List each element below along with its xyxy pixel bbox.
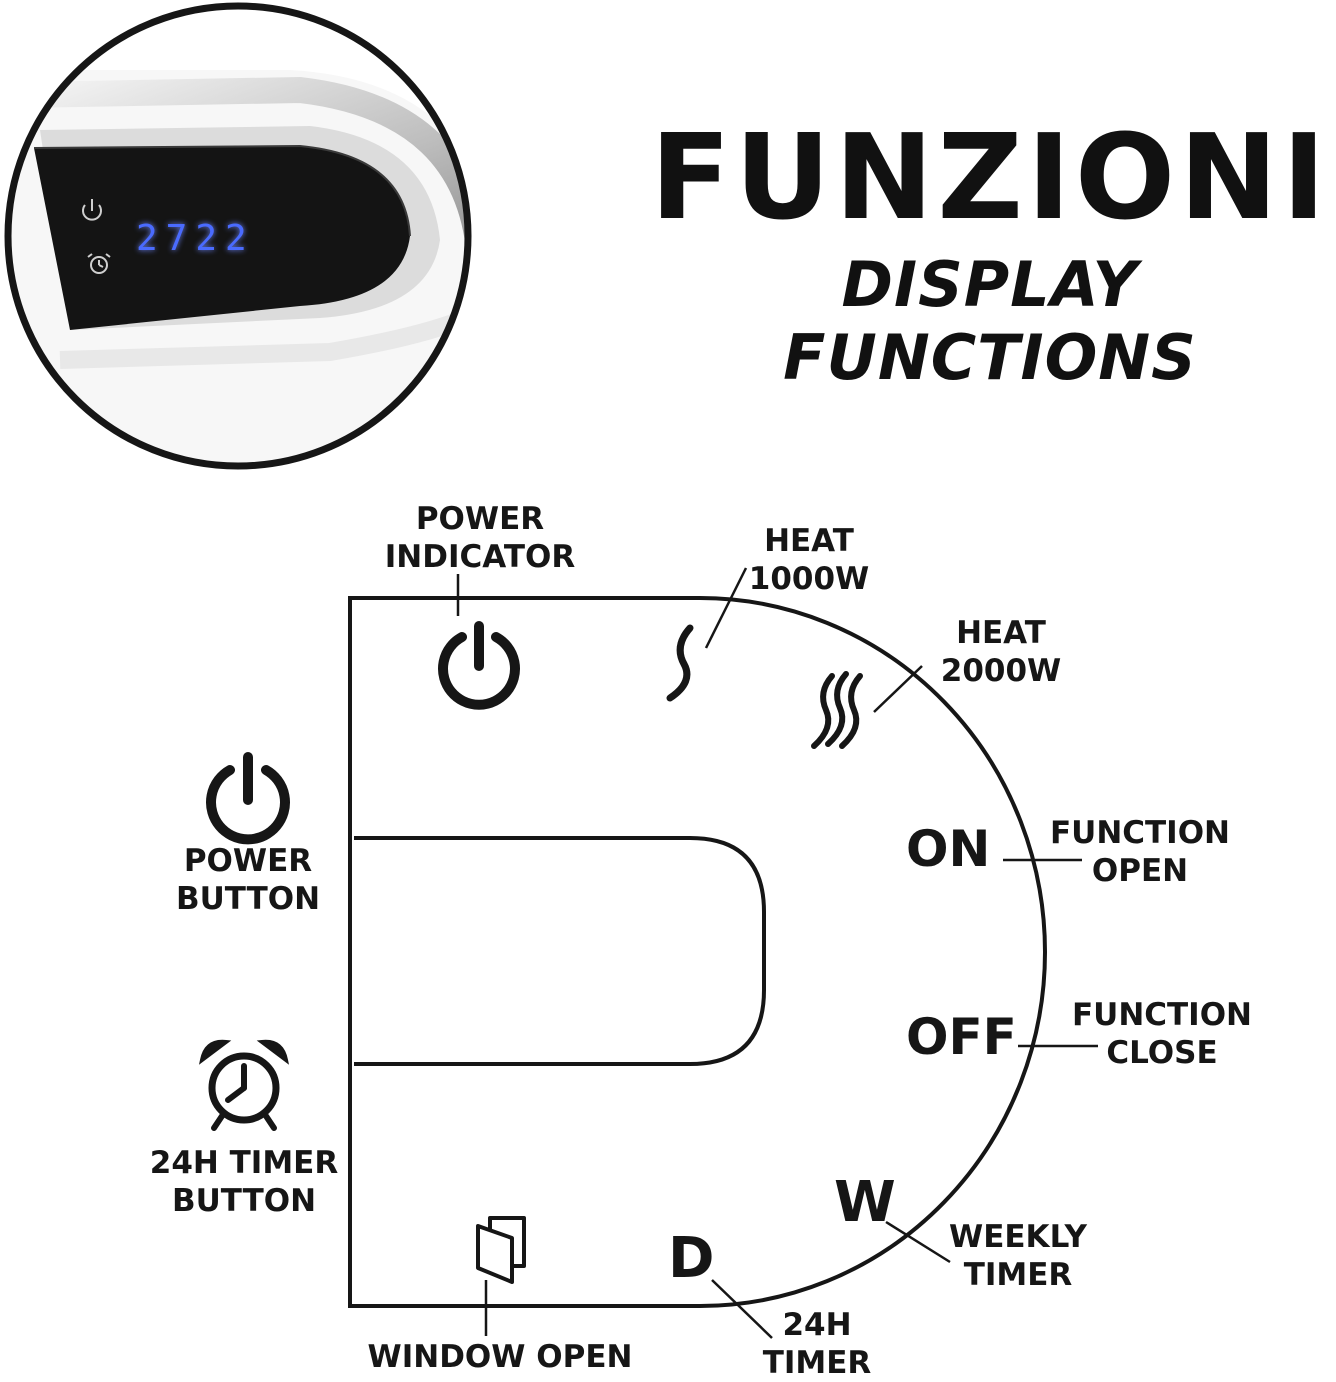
label-24h-timer-button: 24H TIMER BUTTON (149, 1145, 339, 1219)
power-button-icon (206, 752, 290, 845)
device-photo-inset (4, 2, 472, 470)
page-title: FUNZIONI (650, 108, 1330, 246)
page-subtitle: DISPLAY FUNCTIONS (783, 248, 1197, 394)
heat-2000w-icon (811, 671, 863, 749)
label-function-open: FUNCTION OPEN (1049, 815, 1231, 889)
label-heat-1000w: HEAT 1000W (748, 523, 870, 597)
label-weekly-timer: WEEKLY TIMER (949, 1219, 1087, 1293)
label-power-button: POWER BUTTON (175, 843, 321, 917)
label-24h-timer: 24H TIMER (762, 1307, 872, 1381)
label-function-close: FUNCTION CLOSE (1071, 997, 1253, 1071)
on-indicator: ON (906, 820, 991, 878)
alarm-clock-icon (87, 253, 111, 274)
label-heat-2000w: HEAT 2000W (940, 615, 1062, 689)
daily-indicator: D (668, 1226, 715, 1291)
heat-1000w-icon (666, 624, 694, 702)
power-indicator-icon (438, 621, 520, 710)
window-open-icon (476, 1216, 526, 1284)
display-window (354, 836, 766, 1066)
label-power-indicator: POWER INDICATOR (384, 501, 576, 575)
label-window-open: WINDOW OPEN (367, 1339, 633, 1375)
panel-outline (348, 596, 1047, 1308)
power-icon (82, 199, 102, 221)
display-reading: 2722 (136, 218, 255, 259)
weekly-indicator: W (834, 1170, 896, 1235)
off-indicator: OFF (906, 1008, 1017, 1066)
alarm-clock-icon (199, 1039, 289, 1131)
